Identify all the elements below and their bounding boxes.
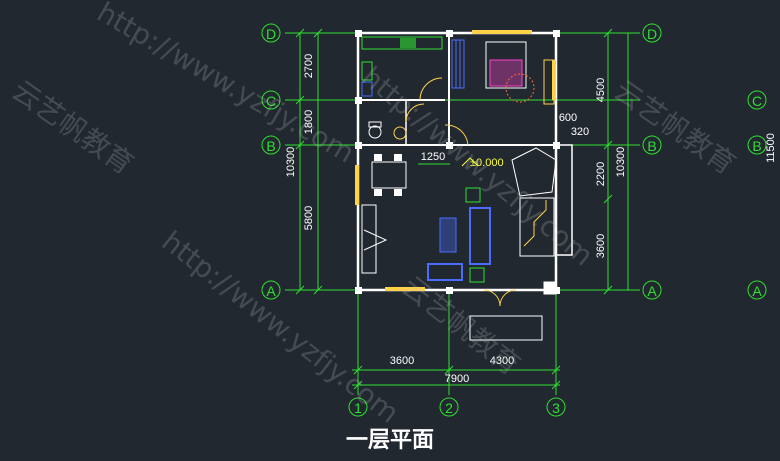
axis-label-left-c: C xyxy=(266,93,276,109)
floor-level-text: ±0.000 xyxy=(470,157,504,169)
watermark-brand-left: 云艺帆教育 xyxy=(6,74,140,181)
bedroom-furniture xyxy=(451,39,555,105)
dim-right-2200: 2200 xyxy=(595,162,607,186)
axis-bubble-left-a xyxy=(261,280,281,300)
axis-bubble-col-3 xyxy=(546,397,566,417)
axis-label-left-a: A xyxy=(266,283,276,299)
axis-bubbles xyxy=(261,23,767,417)
level-marker xyxy=(461,157,479,167)
dim-bottom-3600: 3600 xyxy=(390,355,414,367)
axis-label-far-a: A xyxy=(752,283,762,299)
kitchen-fixtures xyxy=(361,36,443,97)
axis-bubble-col-2 xyxy=(439,397,459,417)
watermark-brand-center: 云艺帆教育 xyxy=(396,270,527,382)
axis-lines xyxy=(285,32,640,395)
axis-bubble-col-1 xyxy=(348,397,368,417)
living-room-sofa xyxy=(427,187,491,283)
dim-far-right-total: 11500 xyxy=(765,133,777,163)
dim-left-5800: 5800 xyxy=(303,206,315,230)
axis-label-left-d: D xyxy=(266,26,276,42)
dim-left-1800: 1800 xyxy=(303,110,315,134)
dim-bottom-total: 7900 xyxy=(445,373,469,385)
axis-bubble-far-a xyxy=(747,280,767,300)
dim-right-3600: 3600 xyxy=(595,234,607,258)
dim-right-4500: 4500 xyxy=(595,78,607,102)
axis-bubble-right-d xyxy=(642,23,662,43)
watermark-url-top: http://www.yzfjy.com xyxy=(92,0,361,170)
staircase xyxy=(511,147,557,257)
axis-label-col-3: 3 xyxy=(552,400,560,416)
axis-bubble-left-d xyxy=(261,23,281,43)
axis-label-right-d: D xyxy=(647,26,657,42)
axis-bubble-right-b xyxy=(642,135,662,155)
axis-label-far-b: B xyxy=(752,138,761,154)
axis-label-right-b: B xyxy=(647,138,656,154)
watermark-url-bottom-left: http://www.yzfjy.com xyxy=(156,225,406,430)
drawing-caption: 一层平面 xyxy=(345,428,434,453)
axis-label-col-1: 1 xyxy=(354,400,362,416)
axis-label-far-c: C xyxy=(752,93,762,109)
dining-set xyxy=(371,154,407,196)
axis-label-col-2: 2 xyxy=(445,400,453,416)
watermark-url-center: http://www.yzfjy.com xyxy=(356,60,600,272)
dimension-ticks xyxy=(295,28,613,390)
tv-cabinet xyxy=(361,204,388,274)
dim-left-2700: 2700 xyxy=(303,54,315,78)
axis-bubble-far-c xyxy=(747,90,767,110)
dim-interior-1250: 1250 xyxy=(421,151,445,163)
dim-right-total: 10300 xyxy=(615,147,627,178)
dim-interior-600: 600 xyxy=(559,112,577,124)
axis-label-right-a: A xyxy=(647,283,657,299)
axis-bubble-left-c xyxy=(261,90,281,110)
dim-bottom-4300: 4300 xyxy=(490,355,514,367)
dim-left-total: 10300 xyxy=(285,147,297,178)
axis-label-left-b: B xyxy=(266,138,275,154)
doors xyxy=(405,77,469,146)
axis-bubble-far-b xyxy=(747,135,767,155)
axis-bubble-left-b xyxy=(261,135,281,155)
axis-bubble-right-a xyxy=(642,280,662,300)
bathroom-fixtures xyxy=(368,121,407,140)
dim-interior-320: 320 xyxy=(571,126,589,138)
entrance-porch xyxy=(469,281,557,341)
